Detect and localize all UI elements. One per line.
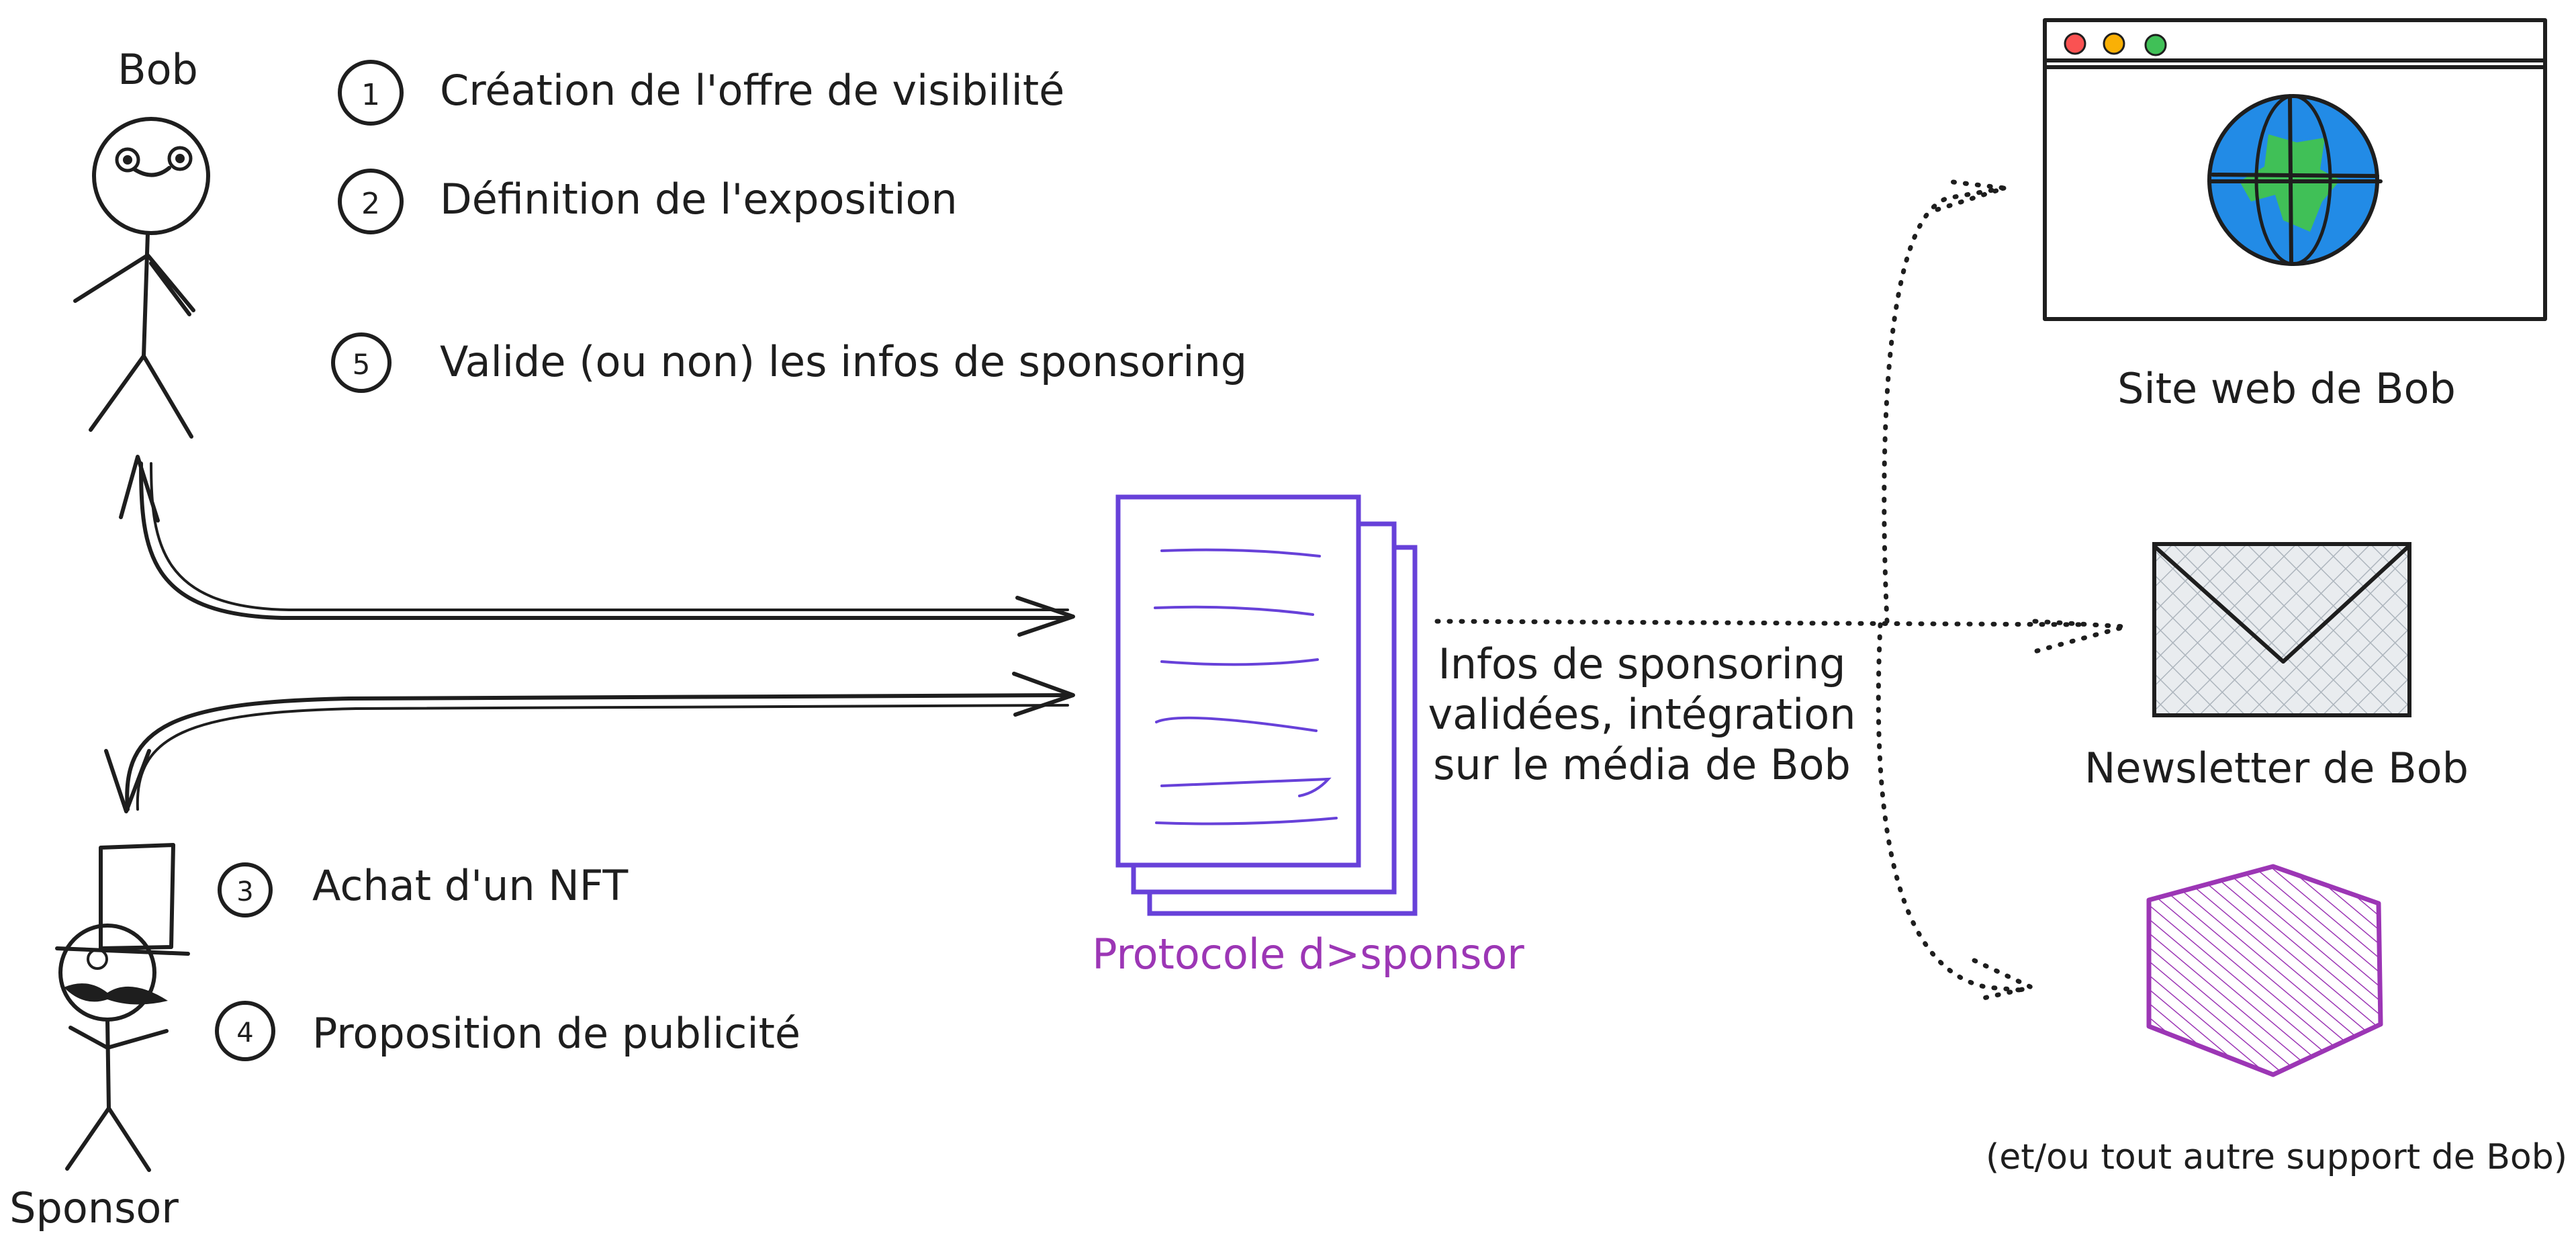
step-badge (338, 169, 404, 234)
step-badge (338, 60, 404, 126)
protocol-label: Protocole d>sponsor (1092, 930, 1524, 979)
newsletter-label: Newsletter de Bob (2084, 744, 2469, 793)
step-number: 2 (361, 187, 380, 221)
flow-line-3: sur le média de Bob (1433, 740, 1851, 789)
step-text: Définition de l'exposition (440, 175, 958, 224)
bob-actor: Bob (73, 45, 210, 439)
window-dot-red (2064, 32, 2086, 55)
flow-line-2: validées, intégration (1428, 690, 1855, 739)
step-badge (218, 862, 273, 917)
browser-window-icon (2043, 18, 2547, 321)
globe-icon (2207, 94, 2383, 266)
envelope-icon (2152, 542, 2411, 717)
step-2: 2 Définition de l'exposition (338, 169, 958, 234)
step-text: Achat d'un NFT (312, 861, 629, 910)
bob-protocol-arrow (119, 455, 1075, 637)
bob-label: Bob (118, 45, 198, 94)
step-4: 4 Proposition de publicité (215, 1001, 800, 1061)
arrow-to-website (1882, 185, 2007, 624)
arrow-to-other (1876, 622, 2031, 993)
window-dot-yellow (2103, 32, 2125, 55)
top-hat-figure-icon (55, 843, 190, 1172)
sponsor-protocol-arrow (104, 672, 1075, 813)
arrowhead-website (1935, 179, 2006, 212)
other-support-label: (et/ou tout autre support de Bob) (1986, 1137, 2567, 1177)
step-5: 5 Valide (ou non) les infos de sponsorin… (331, 332, 1247, 393)
sponsor-label: Sponsor (9, 1183, 179, 1232)
arrowhead-other (1972, 958, 2039, 1002)
step-badge (331, 332, 392, 393)
step-badge (215, 1001, 275, 1061)
website-node: Site web de Bob (2043, 18, 2547, 413)
document-stack-icon (1115, 494, 1418, 916)
sponsor-actor: Sponsor (9, 843, 190, 1232)
newsletter-node: Newsletter de Bob (2084, 542, 2469, 793)
arrow-to-newsletter (1434, 619, 2091, 627)
website-label: Site web de Bob (2117, 364, 2456, 413)
flow-description: Infos de sponsoring validées, intégratio… (1428, 639, 1855, 789)
other-support-node: (et/ou tout autre support de Bob) (1986, 864, 2567, 1177)
distribution-arrows (1434, 179, 2126, 1002)
step-number: 1 (361, 78, 380, 112)
step-text: Création de l'offre de visibilité (440, 66, 1064, 115)
protocol-node: Protocole d>sponsor (1092, 494, 1524, 979)
flow-line-1: Infos de sponsoring (1438, 639, 1845, 688)
step-number: 4 (236, 1018, 253, 1048)
step-text: Valide (ou non) les infos de sponsoring (440, 337, 1247, 386)
step-text: Proposition de publicité (312, 1009, 800, 1058)
stick-figure-icon (73, 117, 210, 439)
window-dot-green (2144, 34, 2167, 56)
step-number: 3 (236, 877, 253, 907)
step-1: 1 Création de l'offre de visibilité (338, 60, 1064, 126)
step-3: 3 Achat d'un NFT (218, 861, 629, 917)
hexagon-icon (2146, 864, 2383, 1077)
step-number: 5 (353, 348, 371, 381)
